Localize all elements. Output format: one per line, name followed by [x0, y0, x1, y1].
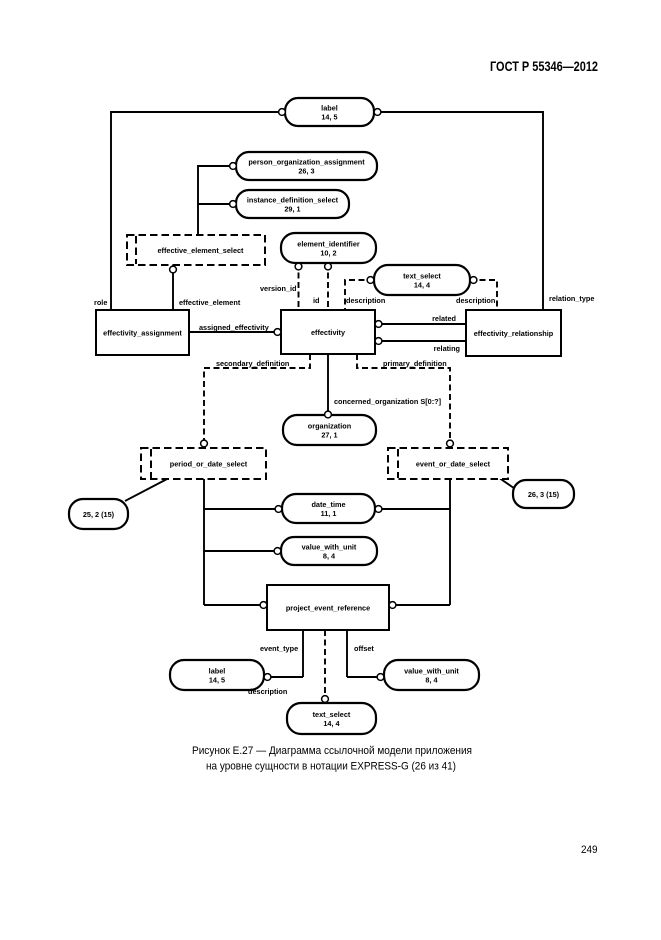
svg-text:249: 249 [581, 844, 598, 856]
svg-text:instance_definition_select: instance_definition_select [247, 196, 339, 205]
svg-text:label: label [209, 667, 226, 676]
svg-text:14, 4: 14, 4 [414, 281, 431, 290]
svg-text:10, 2: 10, 2 [320, 249, 336, 258]
svg-text:assigned_effectivity: assigned_effectivity [199, 323, 270, 332]
svg-text:value_with_unit: value_with_unit [404, 667, 459, 676]
svg-text:effective_element: effective_element [179, 298, 241, 307]
svg-text:label: label [321, 104, 338, 113]
svg-text:person_organization_assignment: person_organization_assignment [248, 158, 365, 167]
svg-text:value_with_unit: value_with_unit [302, 543, 357, 552]
svg-text:id: id [313, 296, 320, 305]
svg-text:27, 1: 27, 1 [321, 431, 337, 440]
svg-text:effective_element_select: effective_element_select [158, 246, 245, 255]
svg-text:element_identifier: element_identifier [297, 240, 360, 249]
svg-text:role: role [94, 298, 107, 307]
svg-text:effectivity: effectivity [311, 328, 346, 337]
svg-text:description: description [346, 296, 385, 305]
svg-text:ГОСТ Р 55346—2012: ГОСТ Р 55346—2012 [490, 58, 598, 74]
svg-text:relation_type: relation_type [549, 294, 594, 303]
svg-text:26, 3: 26, 3 [298, 167, 314, 176]
svg-text:date_time: date_time [311, 500, 345, 509]
svg-text:11, 1: 11, 1 [321, 509, 337, 518]
svg-text:25, 2 (15): 25, 2 (15) [83, 510, 115, 519]
svg-text:period_or_date_select: period_or_date_select [170, 460, 248, 469]
svg-text:14, 5: 14, 5 [321, 113, 337, 122]
svg-text:effectivity_relationship: effectivity_relationship [474, 329, 554, 338]
svg-text:8, 4: 8, 4 [323, 552, 336, 561]
svg-text:Рисунок Е.27 — Диаграмма ссыло: Рисунок Е.27 — Диаграмма ссылочной модел… [192, 745, 472, 757]
svg-text:event_type: event_type [260, 644, 298, 653]
svg-text:organization: organization [308, 422, 351, 431]
svg-text:related: related [432, 314, 456, 323]
svg-text:project_event_reference: project_event_reference [286, 604, 370, 613]
svg-text:concerned_organization S[0:?]: concerned_organization S[0:?] [334, 397, 442, 406]
svg-text:8, 4: 8, 4 [425, 676, 438, 685]
svg-text:14, 5: 14, 5 [209, 676, 225, 685]
svg-text:26, 3 (15): 26, 3 (15) [528, 490, 560, 499]
svg-text:effectivity_assignment: effectivity_assignment [103, 329, 182, 338]
svg-text:29, 1: 29, 1 [284, 205, 300, 214]
svg-text:event_or_date_select: event_or_date_select [416, 460, 491, 469]
svg-text:text_select: text_select [313, 710, 351, 719]
svg-text:secondary_definition: secondary_definition [216, 359, 289, 368]
svg-text:на уровне сущности в нотации E: на уровне сущности в нотации EXPRESS-G (… [206, 761, 456, 773]
svg-text:offset: offset [354, 644, 374, 653]
svg-text:primary_definition: primary_definition [383, 359, 447, 368]
svg-text:text_select: text_select [403, 272, 441, 281]
svg-text:14, 4: 14, 4 [323, 719, 340, 728]
svg-text:version_id: version_id [260, 284, 297, 293]
svg-text:description: description [456, 296, 495, 305]
svg-text:relating: relating [434, 344, 460, 353]
svg-text:description: description [248, 687, 287, 696]
